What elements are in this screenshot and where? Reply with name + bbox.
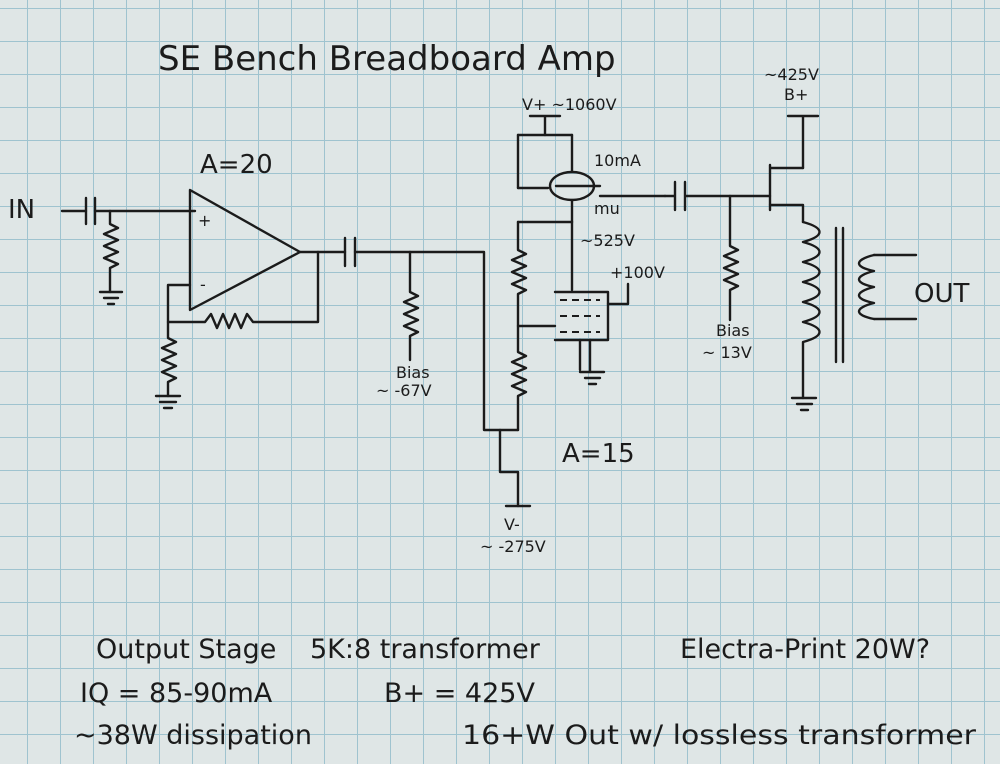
output-label: OUT xyxy=(914,279,969,309)
bias1-value: ~ -67V xyxy=(376,381,432,400)
driver-plate-wiring xyxy=(516,114,574,190)
ccs-device xyxy=(548,170,667,224)
bias-resistor-1 xyxy=(402,250,420,362)
note-transformer-model: Electra-Print 20W? xyxy=(680,634,930,665)
notes: Output Stage 5K:8 transformer Electra-Pr… xyxy=(74,634,977,751)
screen-voltage-label: +100V xyxy=(610,263,665,282)
bias2-value: ~ 13V xyxy=(702,343,752,362)
diagram-title: SE Bench Breadboard Amp xyxy=(158,39,616,79)
input-label: IN xyxy=(8,195,35,225)
driver-mosfet xyxy=(498,428,532,508)
ccs-current-label: 10mA xyxy=(594,151,641,170)
b-plus-value: ~425V xyxy=(764,65,819,84)
note-output-stage: Output Stage xyxy=(96,634,276,665)
mu-label: mu xyxy=(594,199,620,218)
opamp-gain-label: A=20 xyxy=(200,150,273,180)
v-minus-value: ~ -275V xyxy=(480,537,546,556)
pentode-tube xyxy=(553,220,630,374)
v-plus-label: V+ ~1060V xyxy=(522,95,617,114)
ground-symbol-1 xyxy=(98,290,124,306)
note-dissipation: ~38W dissipation xyxy=(74,720,312,751)
opamp-minus-input: - xyxy=(200,275,206,294)
bias-resistor-2 xyxy=(722,194,740,322)
coupling-capacitor-1 xyxy=(298,236,502,432)
stage-gain-label: A=15 xyxy=(562,439,635,469)
v-minus-label: V- xyxy=(504,515,520,534)
feedback-network xyxy=(154,250,320,410)
opamp-plus-input: + xyxy=(198,211,211,230)
ground-symbol-2 xyxy=(578,370,606,386)
driver-left-branch xyxy=(510,220,574,432)
note-output-power: 16+W Out w/ lossless transformer xyxy=(462,720,977,751)
note-transformer: 5K:8 transformer xyxy=(310,634,541,665)
note-quiescent-current: IQ = 85-90mA xyxy=(80,678,273,709)
opamp-symbol xyxy=(188,188,302,312)
ground-symbol-3 xyxy=(790,396,818,412)
bias2-label: Bias xyxy=(716,321,750,340)
coupling-capacitor-2 xyxy=(663,180,772,212)
input-resistor xyxy=(102,209,120,294)
output-mosfet xyxy=(768,114,820,224)
note-b-plus: B+ = 425V xyxy=(384,678,535,709)
output-transformer xyxy=(801,220,918,400)
bias1-label: Bias xyxy=(396,363,430,382)
node-voltage-label: ~525V xyxy=(580,231,635,250)
input-wiring xyxy=(60,196,197,226)
b-plus-label: B+ xyxy=(784,85,808,104)
